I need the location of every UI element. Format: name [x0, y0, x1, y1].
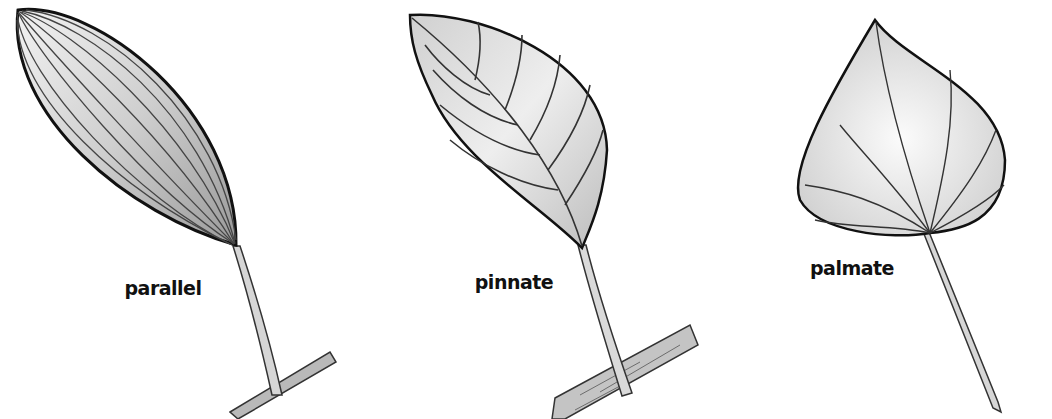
leaf-type-label: palmate	[808, 257, 896, 279]
parallel-leaf	[17, 9, 336, 419]
palmate-leaf	[798, 20, 1005, 412]
pinnate-leaf	[410, 15, 698, 419]
leaf-type-label: parallel	[122, 277, 203, 299]
leaf-type-label: pinnate	[473, 271, 555, 293]
